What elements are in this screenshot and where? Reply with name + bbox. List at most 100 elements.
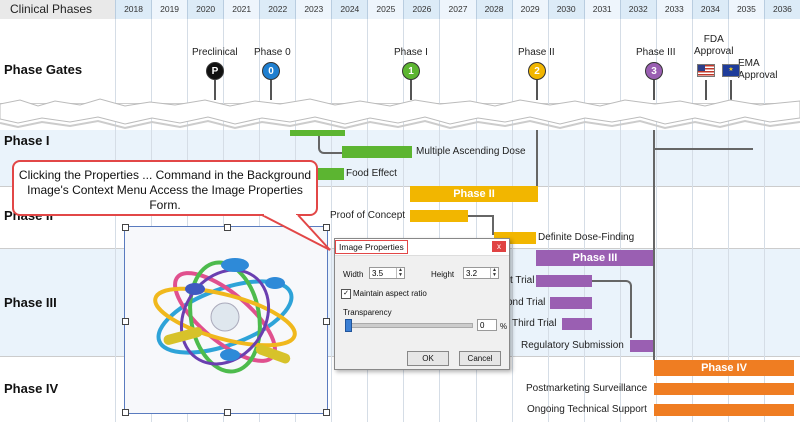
grid-line [691,19,693,422]
label-regulatory-submission: Regulatory Submission [521,340,624,351]
dialog-title: Image Properties [335,240,408,254]
spinner-arrows-icon[interactable]: ▲▼ [490,268,498,278]
resize-handle[interactable] [122,224,129,231]
eu-flag-icon[interactable]: ★ [722,64,740,77]
phase-i-bar-fragment[interactable] [290,130,345,136]
transparency-label: Transparency [343,308,392,317]
year-header-cell: 2018 [115,0,151,19]
phase-gates-band [0,19,800,104]
cancel-button[interactable]: Cancel [459,351,501,366]
grid-line [547,19,549,422]
grid-line [367,19,369,422]
phase-iv-summary-bar[interactable]: Phase IV [654,360,794,376]
gate-label-phase-ii: Phase II [518,47,555,58]
transparency-value: 0 [480,321,485,330]
year-header-cell: 2030 [547,0,584,19]
bar-multiple-ascending-dose[interactable] [342,146,412,158]
label-proof-of-concept: Proof of Concept [330,210,406,221]
resize-handle[interactable] [122,318,129,325]
bar-proof-of-concept[interactable] [410,210,468,222]
resize-handle[interactable] [224,224,231,231]
spinner-arrows-icon[interactable]: ▲▼ [396,268,404,278]
label-second-trial: ond Trial [507,297,546,308]
label-definite-dose-finding: Definite Dose-Finding [538,232,635,243]
bar-third-trial[interactable] [562,318,592,330]
resize-handle[interactable] [323,318,330,325]
year-header-cell: 2035 [727,0,764,19]
resize-handle[interactable] [122,409,129,416]
grid-line [475,19,477,422]
bar-food-effect[interactable] [318,168,344,180]
resize-handle[interactable] [224,409,231,416]
year-header-cell: 2028 [475,0,512,19]
resize-handle[interactable] [323,409,330,416]
width-input[interactable]: 3.5 ▲▼ [369,267,405,279]
phase-iii-summary-bar[interactable]: Phase III [536,250,654,266]
grid-line [583,19,585,422]
gate-phase-i[interactable]: 1 [402,62,420,80]
gate-label-phase-0: Phase 0 [254,47,291,58]
gate-stem [705,80,707,100]
image-properties-dialog: Image Properties x Width 3.5 ▲▼ Height 3… [334,238,510,370]
grid-line [763,19,765,422]
grid-line [403,19,405,422]
year-header-cell: 2029 [511,0,548,19]
gate-phase-ii[interactable]: 2 [528,62,546,80]
width-label: Width [343,270,364,279]
bar-postmarketing[interactable] [654,383,794,395]
connector-line [653,130,753,150]
connector-line [653,148,753,150]
grid-line [259,19,261,422]
year-header-cell: 2022 [259,0,295,19]
bar-regulatory-submission[interactable] [630,340,654,352]
grid-line [331,19,333,422]
height-value: 3.2 [466,269,478,278]
close-icon[interactable]: x [492,241,506,252]
width-value: 3.5 [372,269,384,278]
grid-line [655,19,657,422]
gate-phase-0[interactable]: 0 [262,62,280,80]
label-multiple-ascending-dose: Multiple Ascending Dose [416,146,526,157]
year-header-cell: 2031 [583,0,620,19]
resize-handle[interactable] [323,224,330,231]
transparency-slider-thumb[interactable] [345,319,352,332]
bar-ongoing-support[interactable] [654,404,794,416]
background-image-selection[interactable] [122,224,330,416]
connector-line [592,280,632,338]
row-label-phase-gates: Phase Gates [4,62,83,77]
label-food-effect: Food Effect [346,168,397,179]
ok-button[interactable]: OK [407,351,449,366]
height-label: Height [431,270,455,279]
label-ongoing-support: Ongoing Technical Support [527,404,647,415]
transparency-slider[interactable] [345,323,473,328]
gate-stem [270,80,272,100]
phase-ii-summary-bar[interactable]: Phase II [410,186,538,202]
year-header-cell: 2024 [331,0,367,19]
year-header-cell: 2021 [223,0,260,19]
gate-stem [730,80,732,100]
bar-first-trial[interactable] [536,275,592,287]
year-header-cell: 2025 [367,0,404,19]
gate-preclinical[interactable]: P [206,62,224,80]
us-flag-icon[interactable] [697,64,715,77]
height-input[interactable]: 3.2 ▲▼ [463,267,499,279]
maintain-aspect-checkbox[interactable]: ✓ [341,289,351,299]
gate-stem [653,80,655,100]
year-header-cell: 2027 [439,0,476,19]
connector-line [318,136,344,154]
callout-pointer [261,214,331,251]
grid-line [187,19,189,422]
grid-line [727,19,729,422]
grid-line [151,19,153,422]
transparency-input[interactable]: 0 [477,319,497,331]
gate-phase-iii[interactable]: 3 [645,62,663,80]
year-header-cell: 2023 [295,0,332,19]
bar-second-trial[interactable] [550,297,592,309]
year-header-cell: 2020 [187,0,223,19]
connector-line [468,215,494,235]
maintain-aspect-label: Maintain aspect ratio [353,289,427,298]
